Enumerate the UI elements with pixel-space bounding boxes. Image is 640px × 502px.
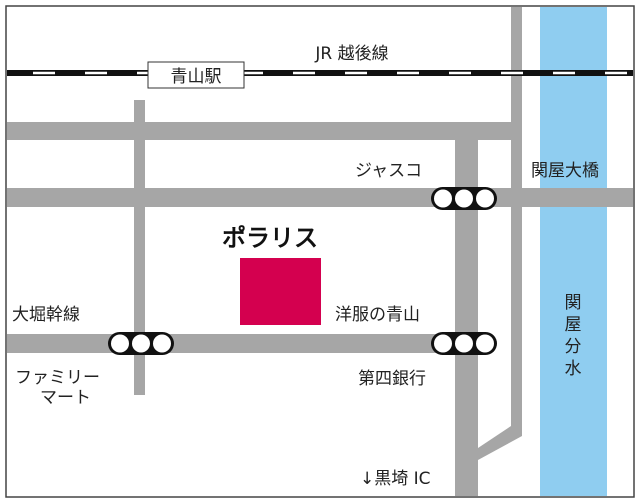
traffic-light-icon: [431, 332, 497, 355]
road-main-vertical: [455, 140, 478, 496]
svg-text:分: 分: [565, 337, 582, 357]
station-label: 青山駅: [171, 67, 222, 87]
familymart-label-line1: ファミリー: [15, 368, 100, 388]
road-diagonal: [478, 426, 522, 460]
svg-text:関: 関: [565, 293, 582, 313]
railway: [7, 70, 633, 76]
svg-text:水: 水: [565, 359, 582, 379]
familymart-label-line2: マート: [40, 388, 91, 408]
map-frame: [5, 5, 635, 498]
road-middle: [7, 188, 633, 207]
destination-label: ポラリス: [222, 224, 318, 252]
river: [540, 7, 607, 496]
railway-label: JR 越後線: [314, 44, 388, 64]
road-west-vertical: [134, 100, 145, 395]
river-label: 関 屋 分 水: [565, 293, 582, 379]
bridge-label: 関屋大橋: [531, 161, 599, 181]
trunk-road-label: 大堀幹線: [12, 304, 80, 325]
road-north: [7, 122, 522, 140]
road-oohori-trunk: [7, 334, 478, 353]
traffic-light-icon: [108, 332, 174, 355]
bank-label: 第四銀行: [358, 369, 426, 389]
interchange-label: ↓黒埼 IC: [360, 469, 431, 489]
jusco-label: ジャスコ: [355, 161, 422, 181]
destination-marker: [240, 258, 321, 325]
aoyama-label: 洋服の青山: [335, 305, 420, 325]
svg-text:屋: 屋: [565, 315, 582, 335]
station-box: [147, 61, 245, 89]
road-far-right-vertical: [511, 7, 522, 434]
traffic-light-icon: [431, 187, 497, 210]
